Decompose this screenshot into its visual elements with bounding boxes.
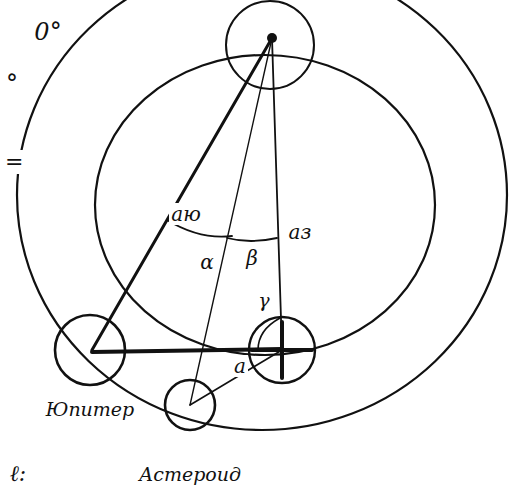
- body-circle: [55, 315, 125, 385]
- sun-dot: [267, 33, 277, 43]
- quantity-label: β: [244, 247, 260, 269]
- earth-orbit: [95, 55, 435, 355]
- quantity-label: aю: [169, 203, 203, 225]
- body-outline: [127, 378, 253, 434]
- asteroid-orbit: [17, 0, 507, 430]
- jupiter-earth-line: [92, 349, 282, 352]
- asteroid-earth-line: [190, 350, 282, 405]
- planet-circle: Юпитер: [37, 313, 143, 420]
- sun-jupiter-line: [92, 38, 272, 350]
- planet-name: Астероид: [127, 464, 253, 485]
- body-outline: [37, 313, 143, 389]
- sun-earth-line: [272, 38, 282, 350]
- quantity-label: α: [198, 251, 216, 273]
- margin-note: 0°: [32, 19, 63, 45]
- planet-name: Юпитер: [37, 399, 143, 420]
- body-circle: [165, 380, 215, 430]
- quantity-label: aз: [287, 221, 314, 243]
- angle-arc: [227, 238, 277, 241]
- margin-note: =: [3, 150, 25, 174]
- quantity-label: γ: [256, 290, 271, 311]
- margin-note: ℓ:: [8, 462, 29, 486]
- quantity-label: a: [232, 355, 248, 377]
- margin-note: °: [4, 71, 20, 97]
- angle-arc: [258, 318, 280, 350]
- planet-circle: Астероид: [127, 378, 253, 485]
